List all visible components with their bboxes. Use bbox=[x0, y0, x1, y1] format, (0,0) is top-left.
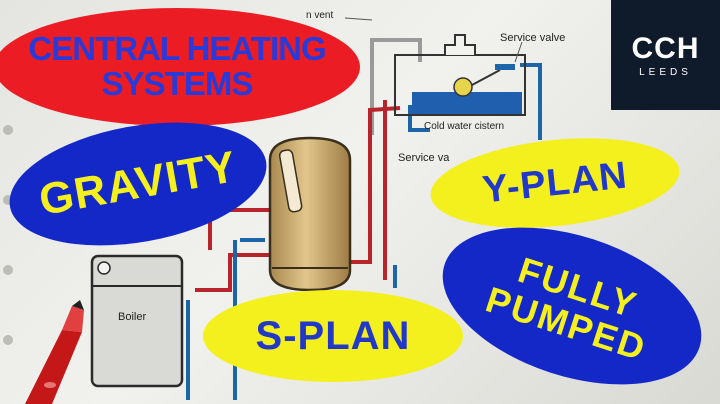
title-bubble: CENTRAL HEATING SYSTEMS bbox=[0, 8, 360, 126]
boiler bbox=[90, 254, 184, 388]
y-plan-label: Y-PLAN bbox=[480, 154, 630, 211]
title-line-2: SYSTEMS bbox=[101, 65, 254, 102]
logo-sub-text: LEEDS bbox=[639, 67, 692, 78]
red-pen bbox=[25, 300, 84, 404]
service-valve-side-label: Service va bbox=[398, 152, 450, 164]
cistern-label: Cold water cistern bbox=[424, 121, 505, 132]
cch-leeds-logo: CCH LEEDS bbox=[611, 0, 720, 110]
title-line-1: CENTRAL HEATING bbox=[28, 30, 326, 68]
cylinder bbox=[268, 136, 352, 292]
blue-pipes bbox=[186, 63, 542, 400]
s-plan-bubble: S-PLAN bbox=[203, 290, 463, 382]
vent-label: n vent bbox=[306, 10, 334, 21]
vent-pipe bbox=[370, 38, 422, 135]
gravity-label: GRAVITY bbox=[35, 142, 241, 225]
cistern bbox=[394, 34, 526, 116]
boiler-label: Boiler bbox=[118, 311, 147, 323]
logo-main-text: CCH bbox=[631, 32, 700, 65]
vent-pointer bbox=[344, 17, 373, 21]
service-valve-top-label: Service valve bbox=[500, 32, 566, 44]
s-plan-label: S-PLAN bbox=[255, 313, 411, 358]
